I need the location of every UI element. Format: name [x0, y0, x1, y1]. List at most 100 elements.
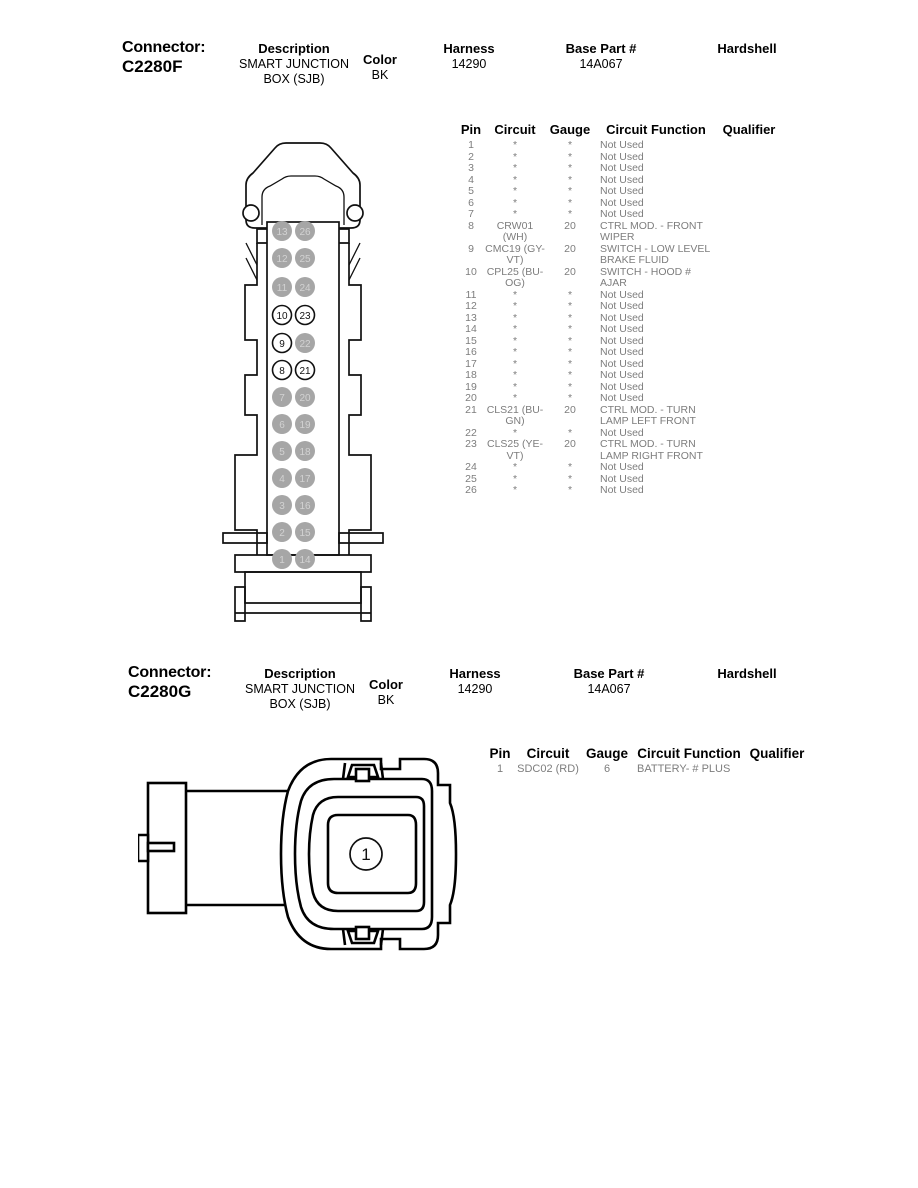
cell-qualifier [718, 186, 780, 198]
cell-function: SWITCH - HOOD # AJAR [600, 265, 691, 289]
cell-function: Not Used [600, 346, 644, 358]
table-row: 24**Not Used [458, 461, 780, 474]
cell-function: Not Used [600, 392, 644, 404]
cell-circuit: CPL25 (BU-OG) [486, 265, 544, 289]
cell-function: Not Used [600, 461, 644, 473]
cell-circuit: * [512, 208, 518, 220]
cell-function: Not Used [600, 357, 644, 370]
color-block-2: Color BK [358, 677, 414, 708]
cell-circuit: CMC19 (GY-VT) [485, 242, 545, 266]
table-row: 4**Not Used [458, 173, 780, 187]
harness-label: Harness [443, 41, 495, 56]
cell-pin: 18 [465, 369, 477, 381]
svg-text:5: 5 [279, 447, 285, 458]
cell-function: Not Used [600, 472, 644, 485]
cell-qualifier [718, 221, 780, 244]
cell-pin: 26 [465, 484, 477, 496]
cell-circuit: * [512, 334, 518, 347]
cell-gauge: * [567, 426, 573, 439]
cell-circuit: * [512, 380, 518, 393]
connector-id-2: C2280G [128, 682, 192, 701]
cell-gauge: * [567, 300, 573, 312]
cell-function: Not Used [600, 185, 644, 197]
table-row: 18**Not Used [458, 369, 780, 382]
connector-header-c2280f: Connector: C2280F Description SMART JUNC… [0, 38, 918, 108]
cell-circuit: CLS25 (YE-VT) [486, 438, 544, 462]
cell-pin: 25 [465, 472, 477, 485]
cell-pin: 5 [468, 185, 474, 197]
cell-gauge: 6 [603, 763, 611, 775]
table-row: 15**Not Used [458, 334, 780, 348]
cell-function: CTRL MOD. - TURN LAMP LEFT FRONT [600, 403, 696, 427]
svg-text:19: 19 [299, 420, 311, 431]
cell-circuit: * [512, 392, 518, 404]
cell-gauge: * [567, 208, 573, 220]
svg-text:8: 8 [279, 366, 285, 377]
cell-qualifier [718, 198, 780, 210]
cell-qualifier [718, 267, 780, 290]
svg-text:22: 22 [299, 339, 311, 350]
description-label-2: Description [264, 666, 336, 681]
cell-gauge: 20 [564, 438, 576, 450]
connector-id-block-2: Connector: C2280G [128, 663, 268, 702]
cell-qualifier [718, 428, 780, 440]
cell-pin: 1 [468, 139, 474, 151]
col-header-circuit-2: Circuit [526, 746, 570, 761]
table-row: 11**Not Used [458, 288, 780, 302]
cell-circuit: * [512, 173, 518, 186]
cell-circuit: * [512, 346, 518, 358]
connector-id-block: Connector: C2280F [122, 38, 252, 77]
svg-text:14: 14 [299, 555, 311, 566]
description-value-2-line2: BOX (SJB) [269, 697, 331, 711]
cell-function: BATTERY- # PLUS [637, 763, 731, 775]
cell-function: Not Used [600, 162, 644, 174]
cell-pin: 19 [465, 380, 477, 393]
col-header-pin: Pin [460, 122, 482, 137]
cell-qualifier [718, 301, 780, 313]
cell-gauge: * [567, 173, 573, 186]
cell-gauge: * [567, 185, 573, 197]
cell-qualifier [718, 359, 780, 371]
cell-function: Not Used [600, 300, 644, 312]
table-row: 12**Not Used [458, 300, 780, 313]
cell-qualifier [718, 163, 780, 175]
cell-gauge: * [567, 472, 573, 485]
cell-qualifier [718, 152, 780, 164]
cell-pin: 10 [465, 265, 477, 278]
cell-gauge: * [567, 288, 573, 301]
cell-circuit: * [512, 288, 518, 301]
svg-text:18: 18 [299, 447, 311, 458]
cell-circuit: * [512, 150, 518, 163]
cell-gauge: * [567, 461, 573, 473]
cell-circuit: * [512, 472, 518, 485]
col-header-qualifier-2: Qualifier [749, 746, 805, 761]
description-block-2: Description SMART JUNCTION BOX (SJB) [234, 666, 366, 712]
cell-circuit: CLS21 (BU-GN) [486, 403, 544, 427]
cell-circuit: SDC02 (RD) [517, 763, 579, 775]
cell-function: Not Used [600, 196, 644, 209]
cell-qualifier [718, 370, 780, 382]
svg-text:11: 11 [277, 283, 288, 294]
cell-pin: 7 [468, 208, 474, 220]
cell-pin: 9 [468, 242, 474, 255]
cell-gauge: * [567, 139, 573, 151]
hardshell-label-2: Hardshell [717, 666, 777, 681]
cell-pin: 22 [465, 426, 477, 439]
cell-pin: 20 [465, 392, 477, 404]
cell-qualifier [718, 382, 780, 394]
connector-label: Connector: [122, 39, 206, 56]
cell-qualifier [718, 462, 780, 474]
description-value-line1: SMART JUNCTION [239, 57, 349, 71]
cell-qualifier [718, 290, 780, 302]
cell-gauge: * [567, 196, 573, 209]
table-header-row-2: Pin Circuit Gauge Circuit Function Quali… [487, 746, 807, 763]
description-value-2-line1: SMART JUNCTION [245, 682, 355, 696]
harness-value: 14290 [451, 57, 487, 71]
cell-function: Not Used [600, 311, 644, 324]
cell-pin: 4 [468, 173, 474, 186]
cell-circuit: * [512, 484, 518, 496]
